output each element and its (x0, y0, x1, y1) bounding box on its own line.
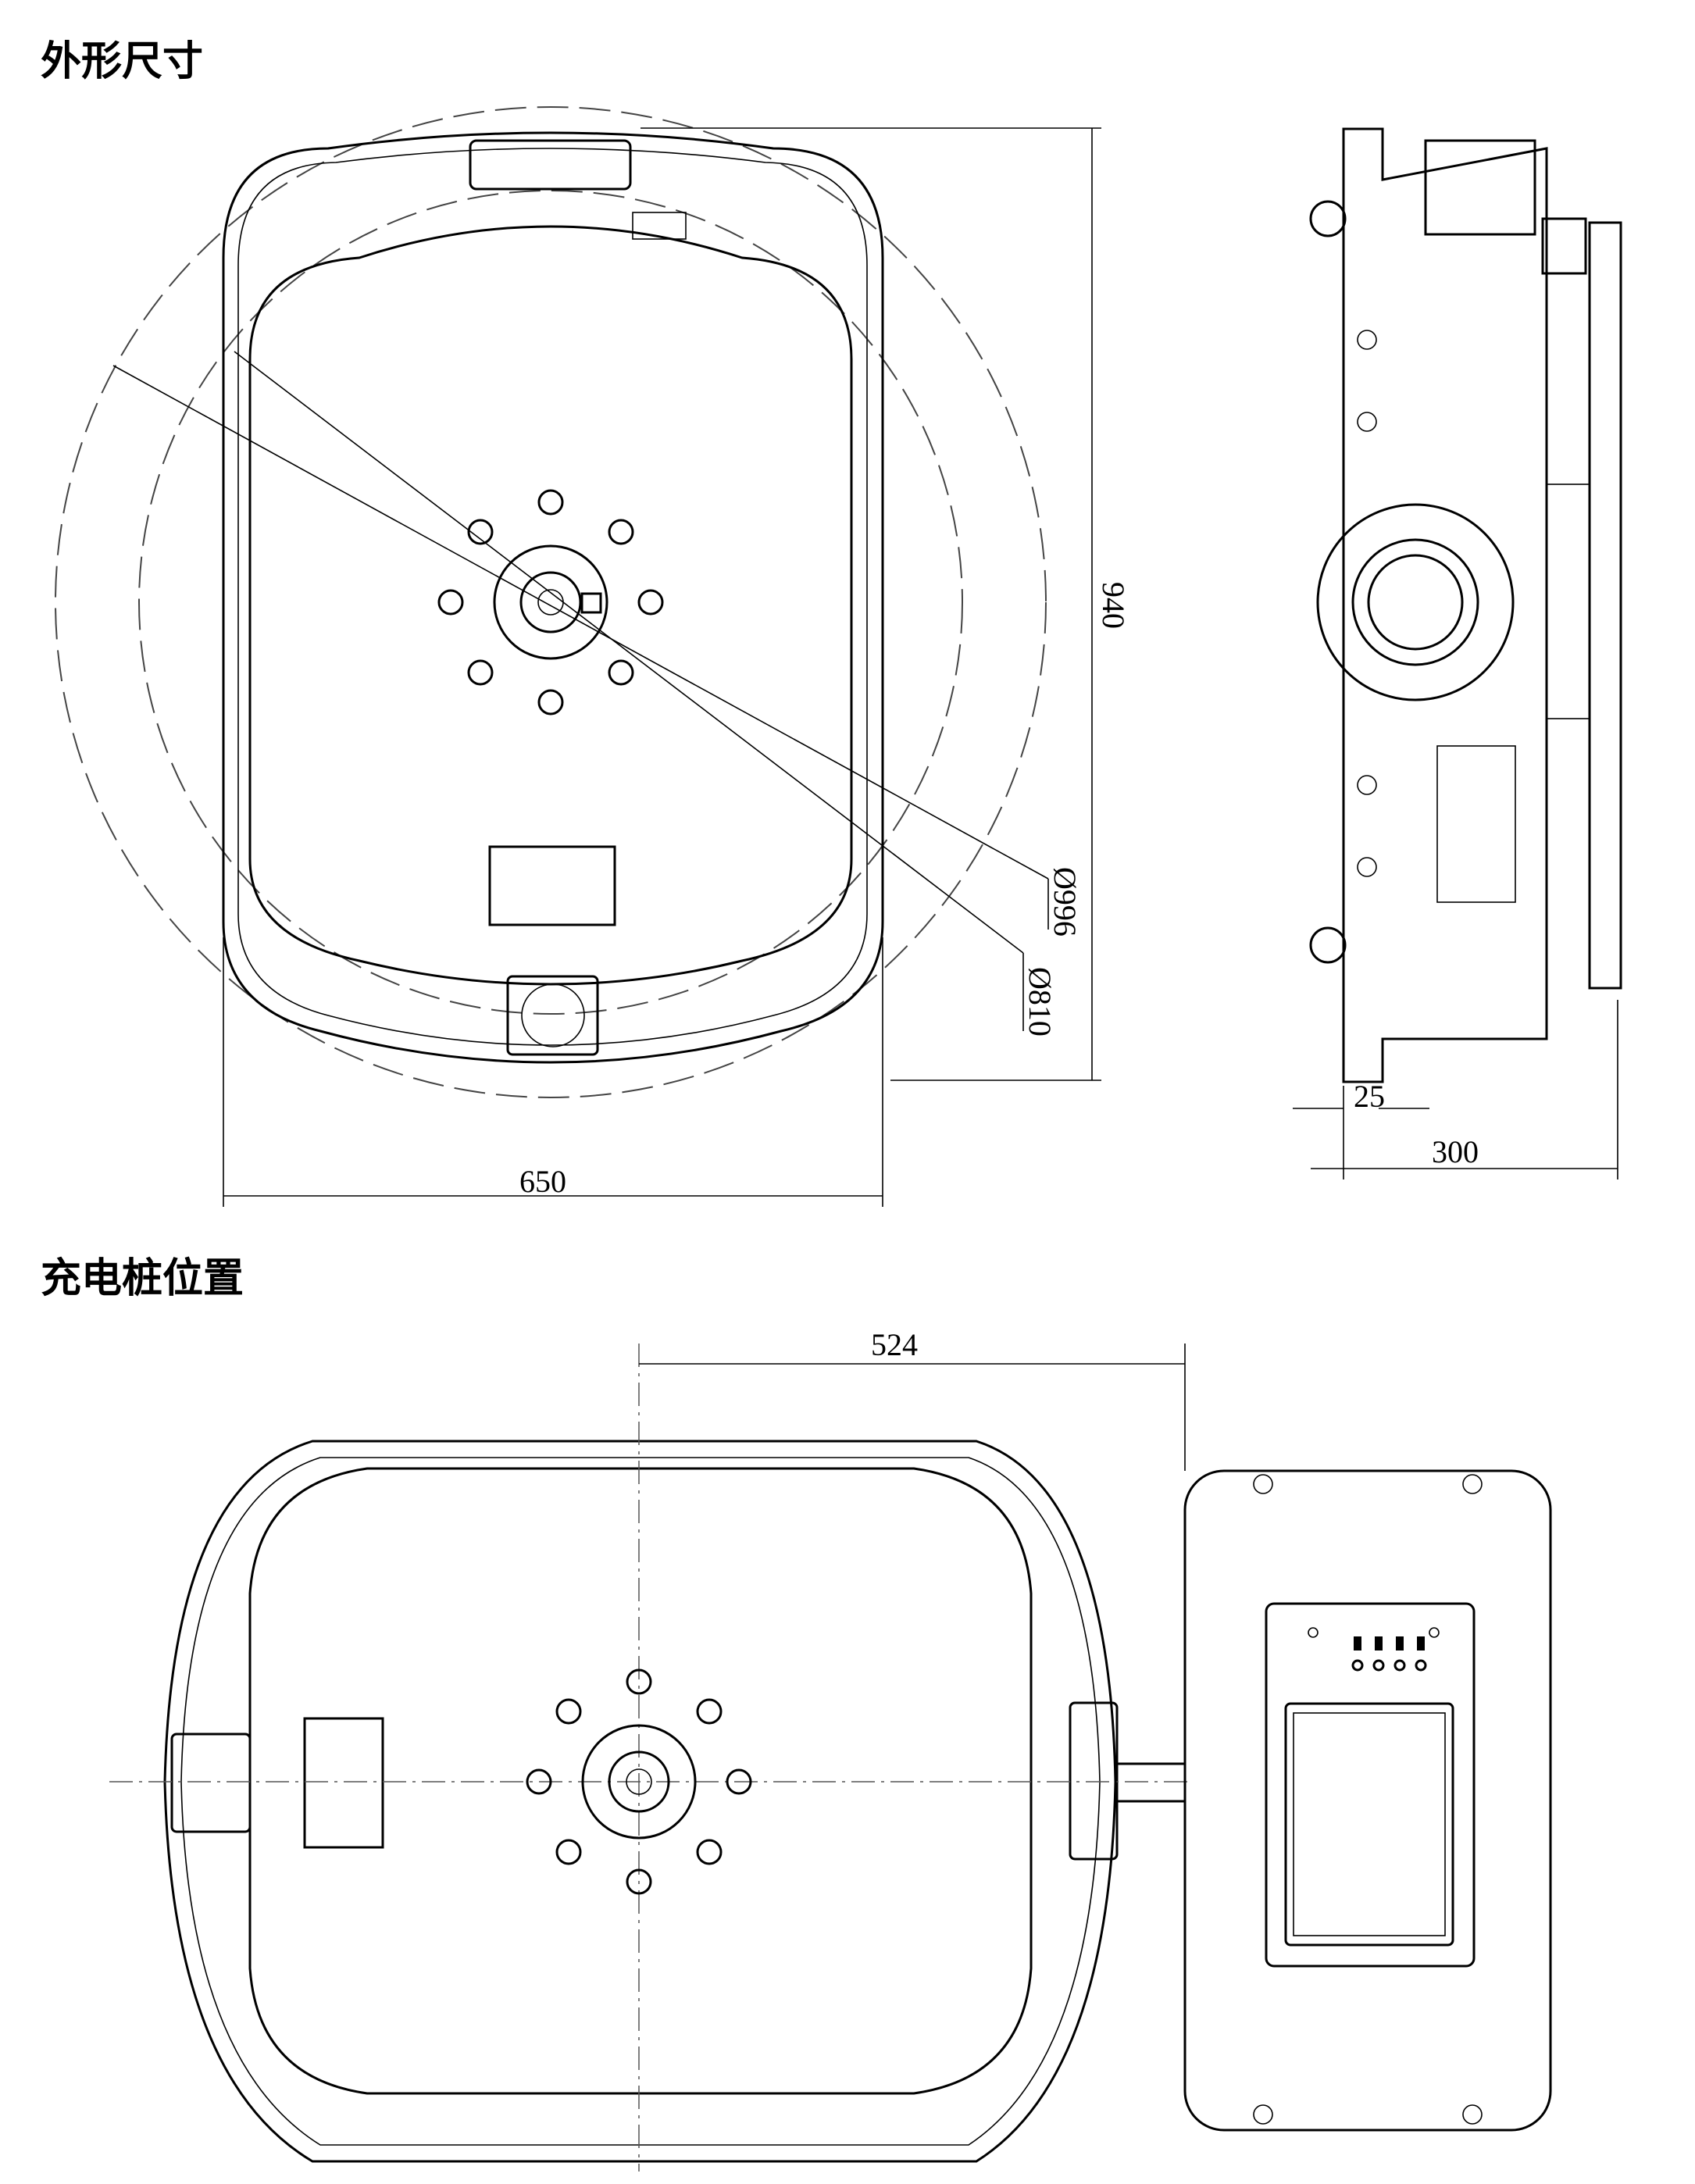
section-title-charging-position: 充电桩位置 (41, 1255, 244, 1302)
robot-top-view: 940 Ø996 Ø810 650 (55, 106, 1131, 1207)
section-title-dimensions: 外形尺寸 (41, 38, 204, 85)
width-dimension-label: 650 (519, 1164, 566, 1199)
indicator-lights (1308, 1627, 1440, 1672)
diameter-leader-810 (234, 351, 1024, 954)
diameter-leader-996 (112, 365, 1049, 880)
label-plate (488, 845, 616, 926)
mounting-holes (437, 489, 664, 716)
display-screen (1284, 1702, 1454, 1947)
robot-with-charger-view: 524 (109, 1327, 1187, 2172)
robot-body-outline (222, 131, 884, 1064)
inner-diameter-circle (138, 190, 963, 1015)
drive-wheel (1316, 503, 1515, 701)
robot-body-outline-rotated (163, 1440, 1117, 2163)
lift-flange (493, 544, 608, 660)
label-plate-rotated (303, 1717, 384, 1849)
robot-side-view: 25 300 (1293, 127, 1622, 1179)
front-bumper-handle (469, 139, 632, 191)
rear-caster (506, 975, 599, 1056)
charging-distance-label: 524 (871, 1327, 918, 1362)
side-body (1342, 127, 1548, 1083)
side-offset-label: 25 (1354, 1079, 1385, 1114)
lift-plate-side (1588, 221, 1622, 990)
robot-top-cover (248, 225, 853, 986)
charging-station (1183, 1469, 1552, 2132)
side-depth-label: 300 (1432, 1134, 1479, 1169)
height-dimension-label: 940 (1096, 582, 1131, 629)
charging-station-body (1183, 1469, 1552, 2132)
outer-diameter-label: Ø996 (1047, 867, 1083, 937)
charging-contact (1114, 1762, 1186, 1803)
outer-diameter-circle (55, 106, 1047, 1098)
control-panel (1265, 1602, 1476, 1968)
robot-cover-rotated (248, 1467, 1033, 2095)
inner-diameter-label: Ø810 (1022, 967, 1058, 1037)
